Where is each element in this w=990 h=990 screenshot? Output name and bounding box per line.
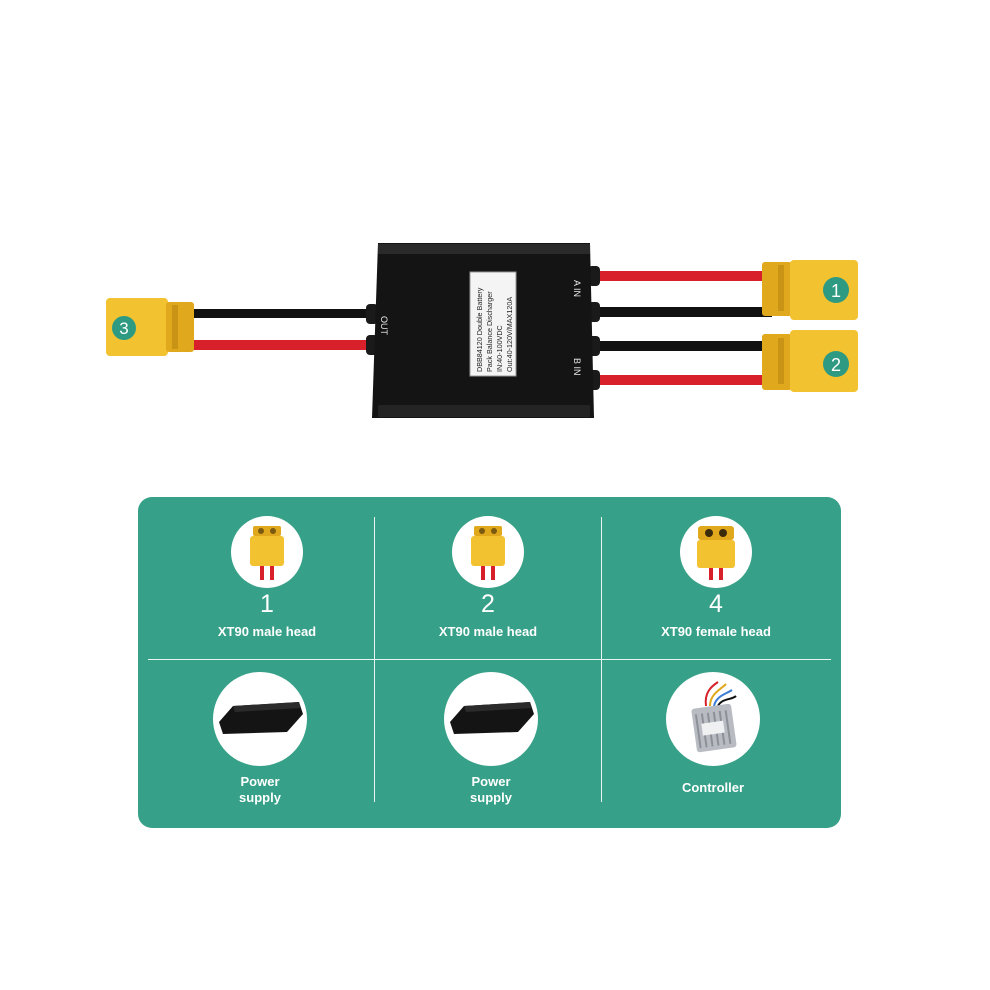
marker-1	[823, 277, 849, 303]
legend-label: XT90 female head	[661, 624, 771, 639]
label-line-3: IN:40-100VDC	[495, 325, 504, 372]
legend-item-power-supply-2: Power supply	[380, 672, 602, 806]
out-label: OUT	[379, 316, 389, 336]
legend-label: Power supply	[380, 774, 602, 806]
legend-panel: 1 XT90 male head 2 XT90 male head 4 XT90…	[138, 497, 841, 828]
legend-label: XT90 male head	[438, 624, 538, 639]
marker-2-text: 2	[831, 355, 841, 375]
legend-item-power-supply-1: Power supply	[149, 672, 371, 806]
legend-label: Power supply	[149, 774, 371, 806]
battery-pack-icon	[213, 672, 307, 766]
legend-item-male-2: 2 XT90 male head	[377, 516, 599, 640]
legend-number: 2	[481, 590, 495, 618]
divider-horizontal	[148, 659, 831, 660]
wire-red-out	[185, 340, 375, 350]
legend-item-female: 4 XT90 female head	[605, 516, 827, 640]
a-in-label: A IN	[572, 280, 582, 297]
legend-label-line2: supply	[470, 790, 512, 805]
legend-label-line2: supply	[239, 790, 281, 805]
motor-controller-icon	[666, 672, 760, 766]
legend-label-line1: Power	[240, 774, 280, 789]
wire-red-a	[592, 271, 772, 281]
b-in-label: B IN	[572, 358, 582, 376]
xt90-connector-3: 3	[106, 298, 194, 356]
legend-label: XT90 male head	[217, 624, 317, 639]
discharger-box	[372, 243, 594, 418]
xt90-connector-1: 1	[762, 260, 858, 320]
marker-1-text: 1	[831, 281, 841, 301]
legend-item-controller: Controller	[602, 672, 824, 796]
xt90-male-icon	[452, 516, 524, 588]
legend-number: 1	[260, 590, 274, 618]
xt90-male-icon	[231, 516, 303, 588]
wire-black-b	[592, 341, 772, 351]
label-line-1: DBB84120 Double Battery	[475, 287, 484, 372]
marker-3	[112, 316, 136, 340]
label-line-4: Out:40-120V/MAX120A	[505, 297, 514, 372]
legend-number: 4	[709, 590, 723, 618]
marker-3-text: 3	[119, 319, 128, 338]
marker-2	[823, 351, 849, 377]
product-illustration: DBB84120 Double Battery Pack Balance Dis…	[106, 243, 858, 418]
battery-pack-icon	[444, 672, 538, 766]
label-line-2: Pack Balance Discharger	[485, 291, 494, 372]
legend-label-line1: Controller	[681, 780, 745, 795]
wire-red-b	[592, 375, 772, 385]
xt90-connector-2: 2	[762, 330, 858, 392]
device-label	[469, 271, 517, 377]
legend-label: Controller	[602, 780, 824, 796]
legend-item-male-1: 1 XT90 male head	[156, 516, 378, 640]
wire-black-out	[185, 309, 375, 318]
wire-black-a	[592, 307, 772, 317]
legend-label-line1: Power	[471, 774, 511, 789]
xt90-female-icon	[680, 516, 752, 588]
